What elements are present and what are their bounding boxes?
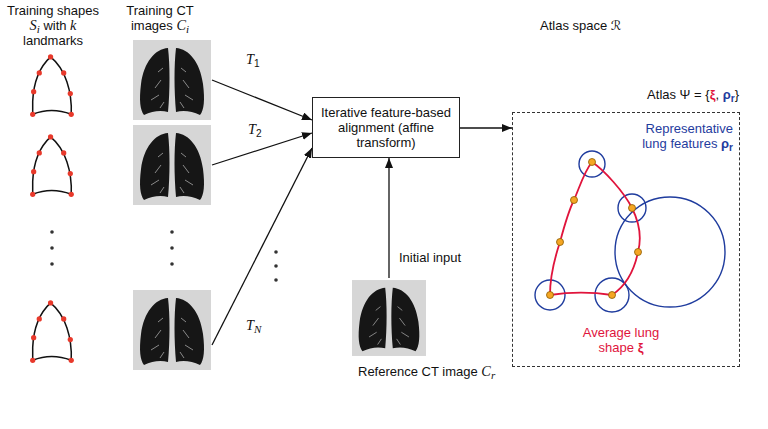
atlas-box: Atlas Ψ = {ξ, ρr}Representative lung fea… — [512, 112, 740, 367]
edge-label: TN — [244, 318, 263, 333]
ct-image — [133, 40, 211, 120]
text-run: ξ — [710, 87, 716, 102]
edge-label: Initial input — [397, 250, 463, 265]
node-text: Atlas Ψ = {ξ, ρr} — [647, 87, 739, 102]
ct-image — [133, 125, 211, 205]
ct-image — [133, 290, 211, 370]
training-shape — [30, 300, 74, 363]
average-shape — [550, 162, 640, 295]
text-run: ρ — [721, 136, 729, 151]
atlas-landmarks — [547, 159, 642, 299]
text-run: T — [248, 121, 256, 137]
text-run: r — [731, 93, 735, 104]
reference-ct-image — [352, 280, 426, 356]
text-run: N — [254, 323, 261, 335]
text-run: k — [70, 17, 76, 33]
ellipsis-dots — [50, 230, 278, 282]
atlas-illustration — [535, 151, 725, 312]
node-text: Average lung shape ξ — [575, 325, 667, 355]
connector — [212, 80, 312, 120]
text-run: 2 — [256, 128, 262, 139]
reference-image: Reference CT image Cr — [350, 278, 525, 379]
text-run: C — [481, 363, 491, 379]
training-shape — [30, 134, 74, 197]
text-run: ξ — [638, 340, 644, 355]
text-run: S — [30, 17, 37, 33]
shape-column: Training shapes Si with k landmarks — [3, 3, 103, 368]
connector — [212, 148, 312, 345]
node-text: Training shapes Si with k landmarks — [3, 3, 103, 48]
text-run: i — [37, 23, 40, 35]
node-text: Representative lung features ρr — [629, 121, 733, 151]
node-text: Reference CT image Cr — [350, 278, 525, 379]
edge-label: T2 — [246, 122, 264, 137]
feature-circles — [535, 151, 725, 312]
image-column: Training CT images Ci — [108, 3, 212, 372]
text-run: ρ — [723, 87, 731, 102]
text-run: T — [246, 51, 254, 67]
edge-label: T1 — [244, 52, 262, 67]
text-run: T — [246, 317, 254, 333]
connector — [212, 133, 312, 165]
text-run: r — [729, 142, 733, 153]
node-text: Iterative feature-based alignment (affin… — [319, 105, 453, 150]
connector — [460, 127, 512, 128]
space-label: Atlas space ℛ — [538, 18, 623, 33]
connector — [388, 158, 389, 278]
process-box: Iterative feature-based alignment (affin… — [312, 97, 460, 158]
text-run: C — [176, 17, 186, 33]
training-shape — [30, 54, 74, 117]
text-run: i — [186, 23, 189, 35]
text-run: 1 — [254, 58, 260, 69]
node-text: Training CT images Ci — [108, 3, 212, 33]
text-run: r — [491, 369, 495, 381]
